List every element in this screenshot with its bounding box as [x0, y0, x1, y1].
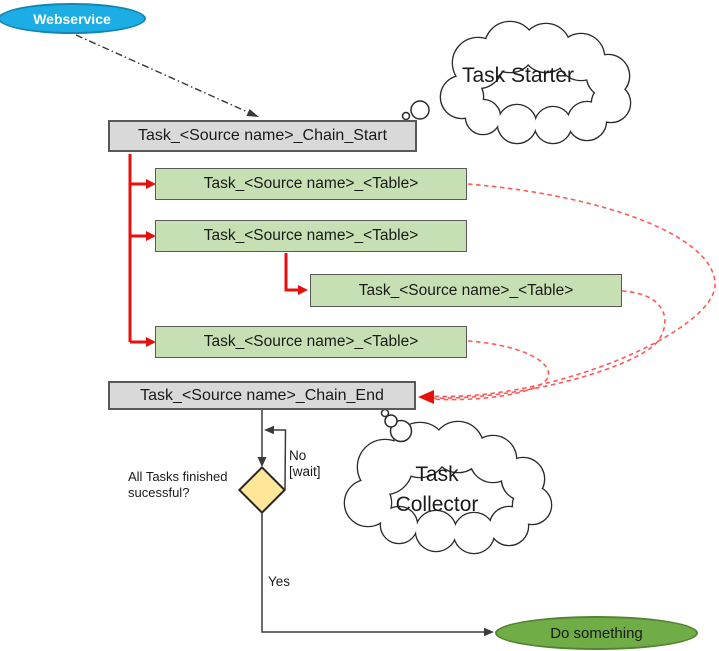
webservice-node: Webservice: [0, 3, 146, 34]
arrowhead-icon: [146, 179, 156, 189]
arrowhead-icon: [264, 425, 274, 435]
decision-question-label: All Tasks finished sucessful?: [128, 469, 228, 501]
edge-task-row2-to-task-sub: [284, 253, 299, 292]
arrowhead-icon: [484, 627, 494, 637]
wait-label: [wait]: [289, 464, 321, 479]
thought-bubble-icon: [401, 111, 411, 121]
arrowhead-icon: [146, 231, 156, 241]
edge-task-row3-to-chain-end: [430, 340, 550, 401]
yes-label: Yes: [268, 574, 291, 589]
task-row2-node: Task_<Source name>_<Table>: [155, 220, 467, 252]
arrowhead-icon: [298, 285, 308, 295]
edge-task-row1-to-chain-end: [428, 183, 716, 398]
arrowhead-icon: [257, 457, 267, 467]
task-starter-label: Task Starter: [461, 64, 575, 87]
task-collector-label: Task Collector: [377, 463, 497, 517]
task-starter-cloud: [401, 20, 632, 145]
arrowhead-icon: [418, 390, 434, 404]
task-sub-node: Task_<Source name>_<Table>: [310, 274, 622, 307]
task-collector-label-line2: Collector: [395, 493, 479, 516]
task-collector-label-line1: Task: [415, 463, 459, 486]
thought-bubble-icon: [410, 100, 430, 120]
thought-bubble-icon: [384, 414, 398, 428]
edge-webservice-to-chain-start: [75, 34, 253, 115]
chain-end-node: Task_<Source name>_Chain_End: [108, 381, 416, 410]
task-collector-cloud: [343, 408, 553, 555]
edge-yes-to-do-something: [261, 513, 487, 633]
arrowhead-icon: [146, 337, 156, 347]
task-row1-node: Task_<Source name>_<Table>: [155, 168, 467, 200]
chain-start-node: Task_<Source name>_Chain_Start: [108, 120, 417, 152]
task-row3-node: Task_<Source name>_<Table>: [155, 326, 467, 358]
arrowhead-icon: [246, 109, 259, 117]
no-label: No: [289, 448, 307, 463]
thought-bubble-icon: [380, 408, 390, 418]
do-something-node: Do something: [495, 616, 698, 650]
edge-task-sub-to-chain-end: [428, 290, 666, 399]
